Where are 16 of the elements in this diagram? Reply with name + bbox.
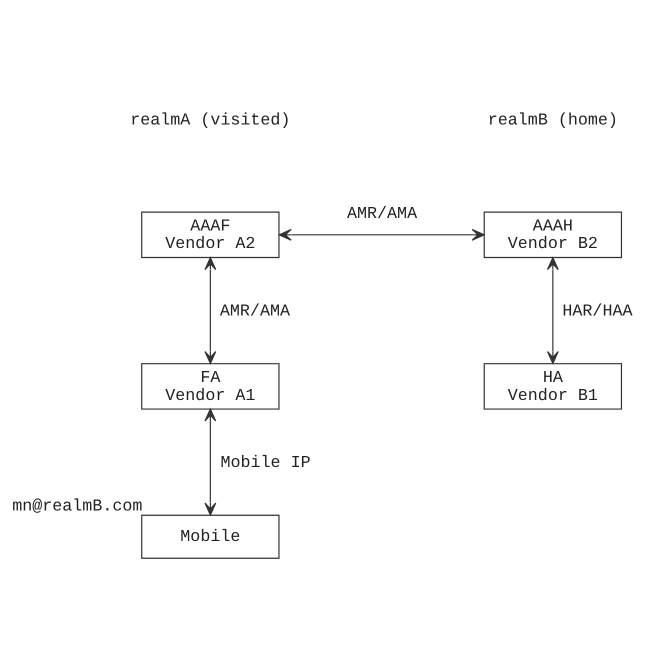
edge-label: AMR/AMA — [346, 204, 418, 224]
arrow — [204, 408, 216, 516]
arrow — [546, 256, 559, 364]
edge-label: HAR/HAA — [562, 302, 633, 322]
node-box: FA Vendor A1 — [141, 362, 280, 410]
node-box: HA Vendor B1 — [484, 362, 622, 410]
edge-label: Mobile IP — [220, 454, 311, 473]
node-box: Mobile — [141, 514, 280, 558]
label: realmB (home) — [488, 111, 618, 130]
node-box: AAAF Vendor A2 — [141, 211, 280, 258]
arrow — [278, 228, 485, 240]
edge-label: AMR/AMA — [220, 302, 290, 322]
arrow — [204, 256, 216, 364]
label: realmA (visited) — [130, 111, 290, 130]
node-label: mn@realmB.com — [12, 497, 142, 516]
node-box: AAAH Vendor B2 — [484, 211, 622, 258]
